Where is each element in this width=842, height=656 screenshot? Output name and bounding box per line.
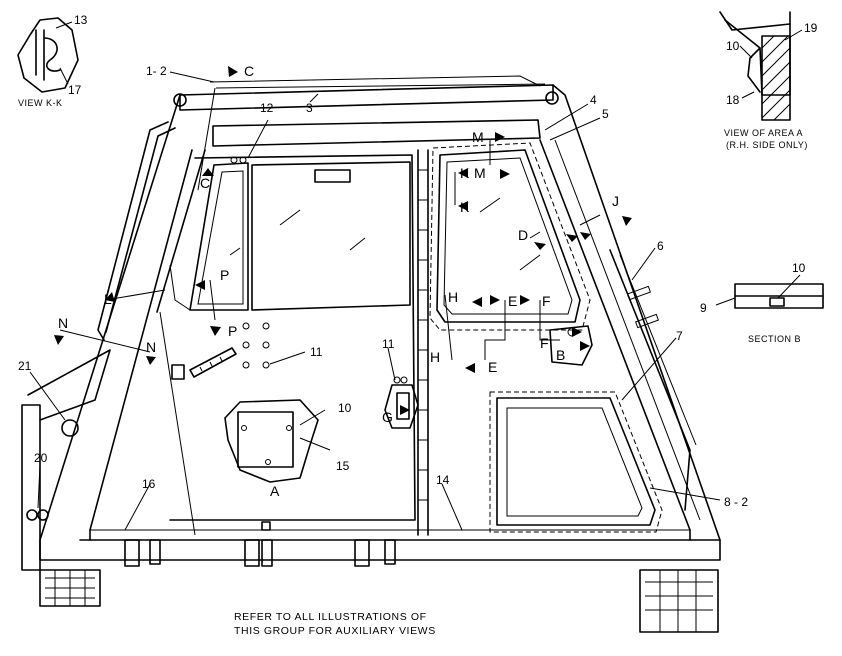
arrowheads (54, 66, 632, 415)
letter-n-right: N (146, 339, 156, 355)
callout-9: 9 (700, 301, 707, 315)
inset-view-kk (17, 17, 79, 93)
hatched-section (761, 35, 791, 121)
callout-10: 10 (338, 401, 352, 415)
callout-6: 6 (657, 239, 664, 253)
fastener-holes (230, 156, 270, 369)
door-handle (384, 376, 419, 429)
inset-view-area-a (719, 11, 803, 121)
letter-e-top: E (508, 293, 517, 309)
left-mount-foot (39, 569, 101, 607)
rear-lower-window (489, 391, 663, 533)
side-window (429, 142, 591, 331)
letter-n-left: N (58, 315, 68, 331)
letter-b: B (556, 347, 565, 363)
letter-j: J (612, 193, 619, 209)
letter-m-top: M (472, 129, 484, 145)
letter-k-top: K (460, 165, 470, 181)
left-hardware (26, 347, 237, 521)
caption-refer-line-1: REFER TO ALL ILLUSTRATIONS OF (234, 611, 427, 623)
callout-11-right: 11 (382, 337, 395, 351)
callout-10-view: 10 (726, 39, 740, 53)
callout-1-2: 1- 2 (146, 64, 167, 78)
callout-7: 7 (676, 329, 683, 343)
letter-l: L (104, 291, 112, 307)
callout-10-section: 10 (792, 261, 806, 275)
right-mount-foot (639, 569, 719, 633)
letter-f-top: F (542, 293, 551, 309)
letter-g: G (382, 409, 393, 425)
callout-21: 21 (18, 359, 32, 373)
access-panel (224, 399, 319, 483)
caption-view-area-a-side: (R.H. SIDE ONLY) (726, 140, 808, 150)
callout-3: 3 (306, 101, 313, 115)
callout-8-2: 8 - 2 (724, 495, 748, 509)
letter-m-bottom: M (474, 165, 486, 181)
callout-15: 15 (336, 459, 350, 473)
letter-p-top: P (220, 267, 229, 283)
caption-refer-line-2: THIS GROUP FOR AUXILIARY VIEWS (234, 625, 436, 637)
cab-body (21, 75, 721, 633)
callout-14: 14 (436, 473, 450, 487)
caption-section-b: SECTION B (748, 334, 801, 344)
callout-17: 17 (68, 83, 82, 97)
callout-20: 20 (34, 451, 48, 465)
front-door (169, 154, 416, 521)
callout-16: 16 (142, 477, 156, 491)
reference-letters: A B C C D E E F F G H H J K K L M M N N … (58, 63, 619, 499)
caption-view-kk: VIEW K-K (18, 98, 63, 108)
letter-c-bottom: C (200, 175, 210, 191)
letter-p-bottom: P (228, 323, 237, 339)
letter-k-bottom: K (460, 199, 470, 215)
callout-numbers: 1- 2 3 4 5 6 7 8 - 2 9 10 10 10 11 11 12… (18, 13, 818, 509)
inset-section-b (715, 274, 824, 309)
callout-11-left: 11 (310, 345, 323, 359)
leader-lines (29, 71, 721, 531)
letter-c-top: C (244, 63, 254, 79)
callout-5: 5 (602, 107, 609, 121)
letter-d: D (518, 227, 528, 243)
letter-h-bottom: H (430, 349, 440, 365)
captions: VIEW K-K VIEW OF AREA A (R.H. SIDE ONLY)… (18, 98, 808, 637)
callout-4: 4 (590, 93, 597, 107)
callout-19: 19 (804, 21, 818, 35)
callout-13: 13 (74, 13, 88, 27)
letter-f-bottom: F (540, 335, 549, 351)
letter-e-bottom: E (488, 359, 497, 375)
letter-h-top: H (448, 289, 458, 305)
caption-view-area-a: VIEW OF AREA A (724, 128, 803, 138)
letter-a: A (270, 483, 280, 499)
callout-18: 18 (726, 93, 740, 107)
callout-12: 12 (260, 101, 274, 115)
